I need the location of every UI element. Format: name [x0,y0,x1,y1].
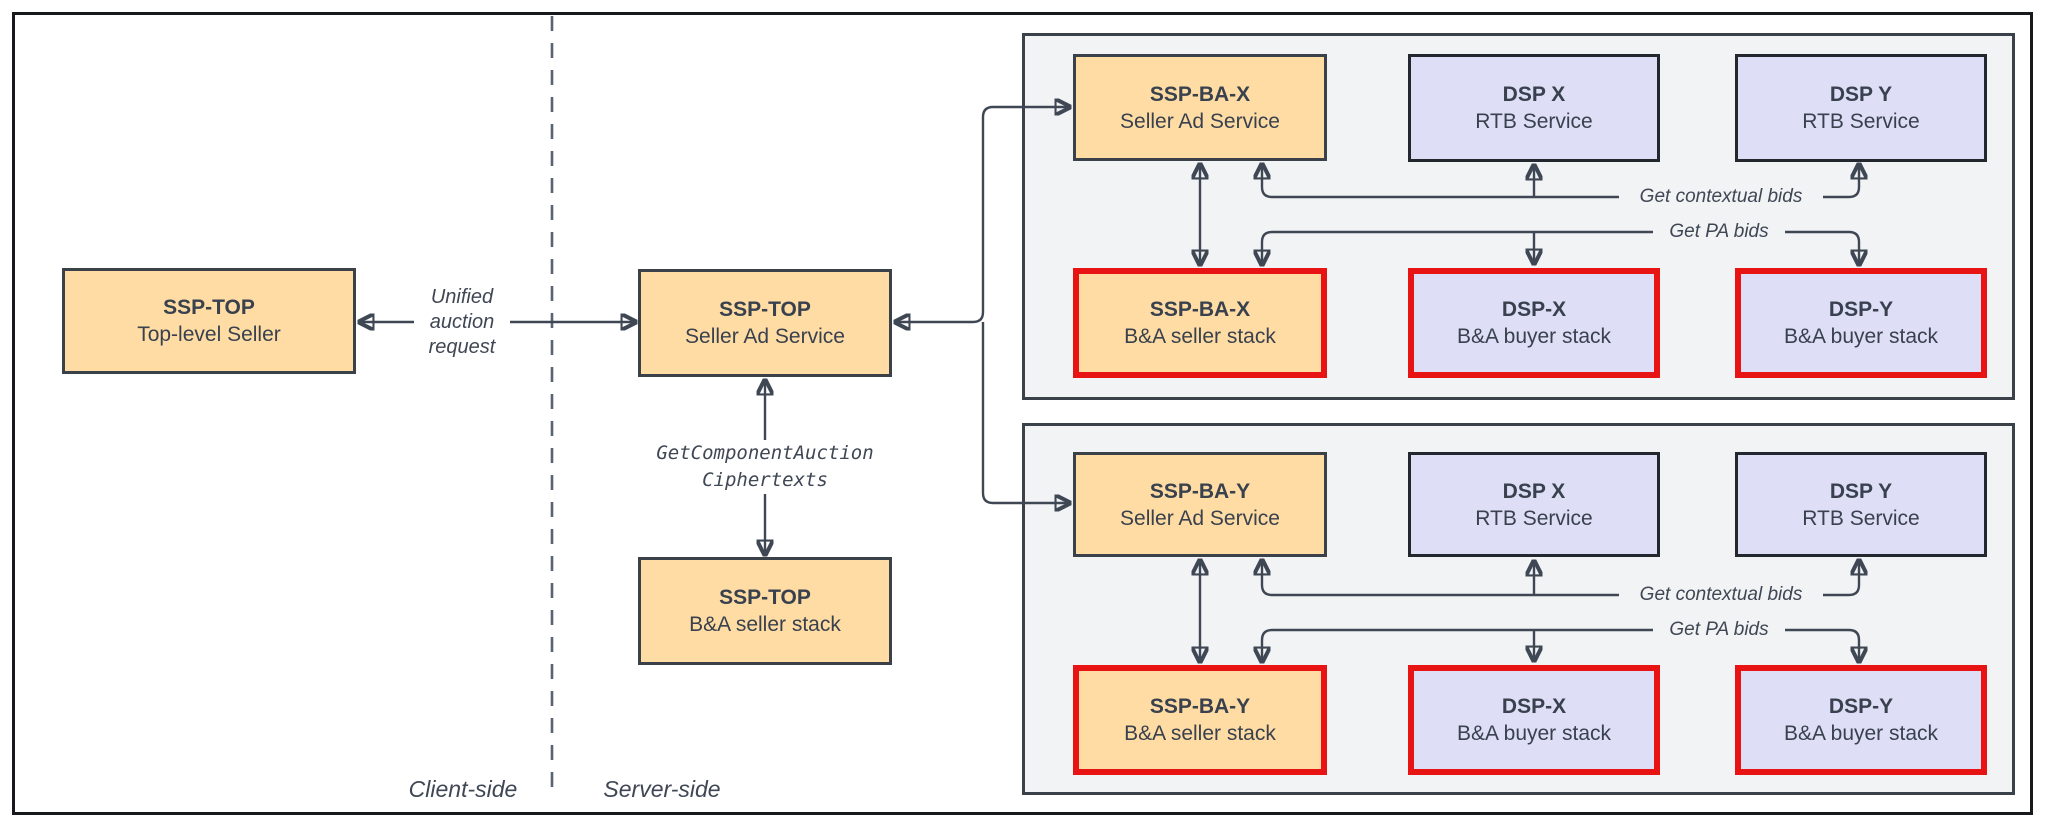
node-subtitle: RTB Service [1475,506,1593,530]
edge-label-line: GetComponentAuction [656,442,874,464]
edge-label-x-get-pa-bids: Get PA bids [1653,220,1785,244]
node-ssp-ba-x-ba-seller-stack: SSP-BA-X B&A seller stack [1073,268,1327,378]
node-title: SSP-BA-Y [1149,479,1251,503]
edge-label-y-get-contextual-bids: Get contextual bids [1619,583,1823,607]
node-title: SSP-BA-X [1149,298,1251,321]
edge-label-line: request [428,336,496,358]
node-dsp-y-ba-buyer-stack-y: DSP-Y B&A buyer stack [1735,665,1987,775]
node-ssp-ba-x-seller-ad-service: SSP-BA-X Seller Ad Service [1073,54,1327,161]
node-title: DSP Y [1829,479,1893,503]
node-dsp-x-ba-buyer-stack-y: DSP-X B&A buyer stack [1408,665,1660,775]
edge-label-get-component-auction-ciphertexts: GetComponentAuction Ciphertexts [640,440,890,494]
node-title: DSP Y [1829,83,1893,106]
node-subtitle: B&A seller stack [689,613,841,636]
node-subtitle: B&A buyer stack [1456,722,1612,745]
node-ssp-top-ba-seller-stack: SSP-TOP B&A seller stack [638,557,892,665]
node-title: SSP-BA-X [1149,82,1251,106]
node-dsp-x-rtb-service-x: DSP X RTB Service [1408,54,1660,162]
node-title: DSP X [1502,479,1566,503]
edge-label-x-get-contextual-bids: Get contextual bids [1619,185,1823,209]
node-subtitle: B&A buyer stack [1783,325,1939,348]
edge-label-line: Unified [430,286,494,308]
node-subtitle: B&A buyer stack [1456,325,1612,348]
node-subtitle: Seller Ad Service [1120,109,1280,133]
node-title: SSP-TOP [719,586,811,609]
node-title: SSP-BA-Y [1149,695,1251,718]
node-title: DSP-Y [1828,695,1894,718]
node-title: DSP X [1502,83,1566,106]
node-subtitle: RTB Service [1475,110,1593,133]
node-title: DSP-X [1501,298,1567,321]
edge-label-line: auction [429,311,495,333]
node-subtitle: B&A buyer stack [1783,722,1939,745]
node-dsp-x-ba-buyer-stack-x: DSP-X B&A buyer stack [1408,268,1660,378]
node-subtitle: RTB Service [1802,506,1920,530]
node-ssp-top-top-level-seller: SSP-TOP Top-level Seller [62,268,356,374]
zone-label-server-side: Server-side [603,776,721,802]
node-dsp-x-rtb-service-y: DSP X RTB Service [1408,452,1660,557]
node-title: SSP-TOP [719,298,811,321]
node-subtitle: Seller Ad Service [685,325,845,348]
edge-label-line: Ciphertexts [702,469,828,491]
node-ssp-top-seller-ad-service: SSP-TOP Seller Ad Service [638,269,892,377]
node-subtitle: B&A seller stack [1124,722,1276,745]
node-title: DSP-Y [1828,298,1894,321]
node-subtitle: Seller Ad Service [1120,506,1280,530]
node-title: SSP-TOP [163,296,255,319]
node-ssp-ba-y-seller-ad-service: SSP-BA-Y Seller Ad Service [1073,452,1327,557]
node-subtitle: RTB Service [1802,110,1920,133]
node-ssp-ba-y-ba-seller-stack: SSP-BA-Y B&A seller stack [1073,665,1327,775]
node-title: DSP-X [1501,695,1567,718]
node-dsp-y-ba-buyer-stack-x: DSP-Y B&A buyer stack [1735,268,1987,378]
zone-label-client-side: Client-side [408,776,518,802]
node-dsp-y-rtb-service-y: DSP Y RTB Service [1735,452,1987,557]
edge-label-unified-auction-request: Unified auction request [414,285,510,360]
node-subtitle: B&A seller stack [1124,325,1276,348]
edge-label-y-get-pa-bids: Get PA bids [1653,618,1785,642]
node-dsp-y-rtb-service-x: DSP Y RTB Service [1735,54,1987,162]
node-subtitle: Top-level Seller [137,323,281,346]
